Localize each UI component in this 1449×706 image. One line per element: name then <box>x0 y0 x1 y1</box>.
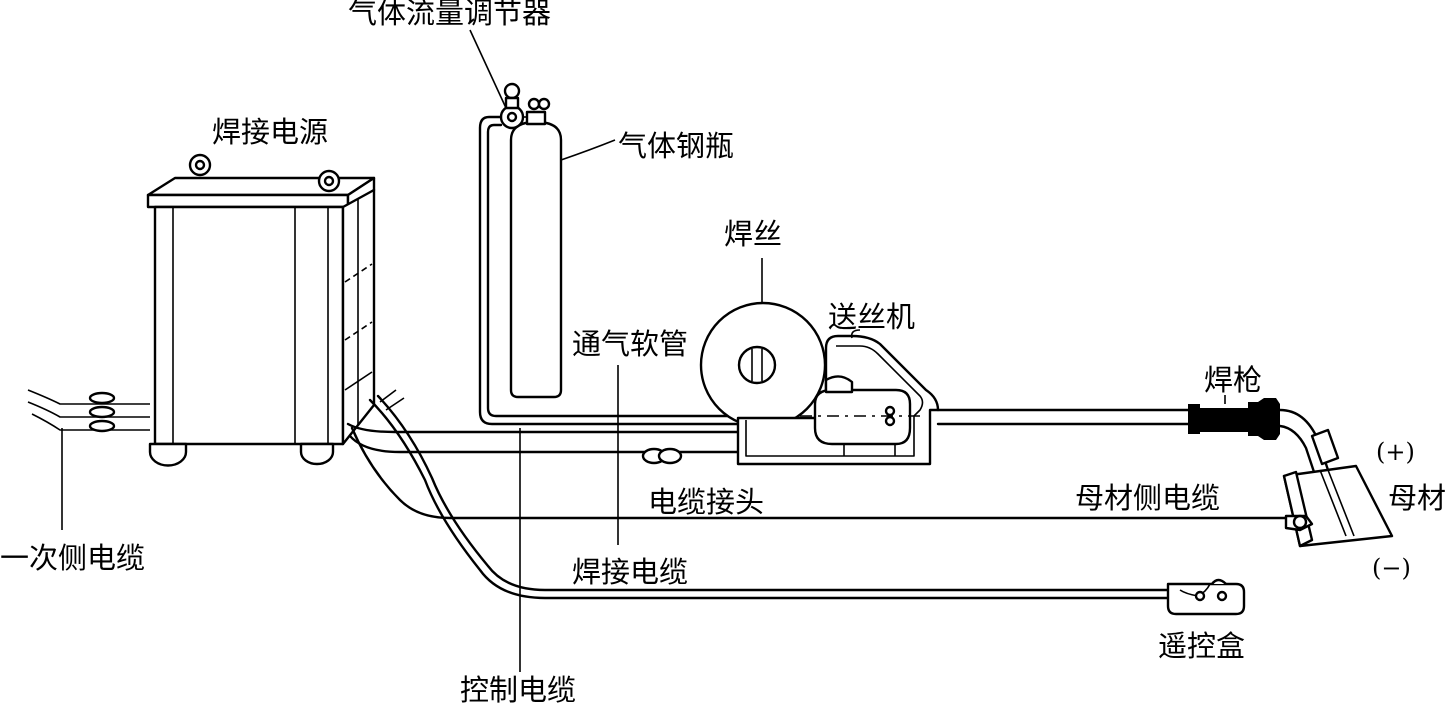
wire-spool <box>699 301 827 429</box>
gas-hose <box>478 115 740 426</box>
control-cable <box>368 389 1170 600</box>
torch-cable <box>936 408 1190 426</box>
label-torch: 焊枪 <box>1204 363 1262 397</box>
remote-control-box <box>1166 578 1246 616</box>
label-minus: (−) <box>1372 554 1411 582</box>
primary-cable <box>27 389 150 530</box>
wire-feeder <box>736 334 940 466</box>
leader-lines <box>469 29 1226 672</box>
label-work-cable: 母材侧电缆 <box>1075 481 1220 515</box>
label-gas-hose: 通气软管 <box>572 327 688 361</box>
label-cable-connector: 电缆接头 <box>648 485 764 519</box>
gas-cylinder <box>499 82 563 399</box>
label-gas-cylinder: 气体钢瓶 <box>618 129 734 163</box>
label-control-cable: 控制电缆 <box>460 673 576 706</box>
label-power-source: 焊接电源 <box>212 115 328 149</box>
label-wire-feeder: 送丝机 <box>828 300 915 334</box>
welding-cable <box>346 422 740 465</box>
label-welding-wire: 焊丝 <box>724 217 782 251</box>
label-base-metal: 母材 <box>1388 481 1446 515</box>
welding-torch <box>1188 398 1340 474</box>
label-plus: (+) <box>1376 438 1415 466</box>
base-metal <box>1282 464 1394 548</box>
label-gas-regulator: 气体流量调节器 <box>348 0 551 30</box>
label-welding-cable: 焊接电缆 <box>572 555 688 589</box>
welding-power-source <box>146 153 376 467</box>
label-remote-box: 遥控盒 <box>1158 629 1245 663</box>
label-primary-cable: 一次侧电缆 <box>0 541 145 575</box>
work-cable <box>350 426 1290 520</box>
